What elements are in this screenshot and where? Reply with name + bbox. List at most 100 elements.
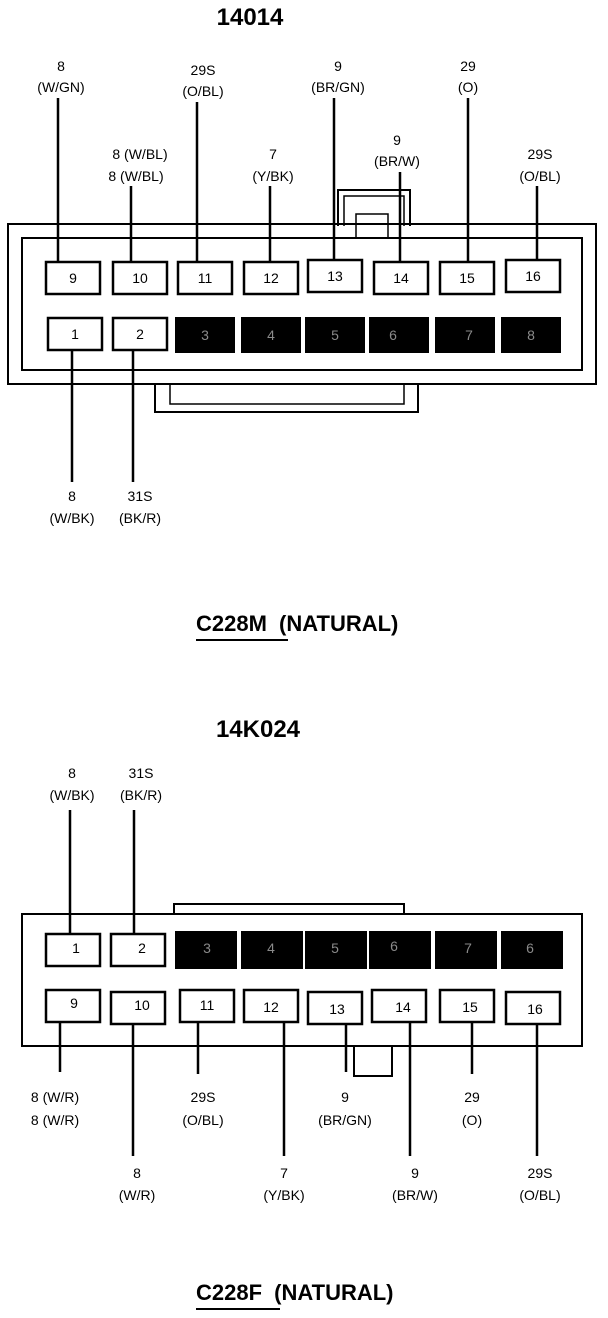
key-slot: [355, 213, 389, 238]
wire-circuit: 8 (W/BL): [112, 146, 167, 162]
pin-14: 14: [372, 260, 430, 296]
connector-housing-inner: [21, 237, 583, 371]
polarizing-key: [353, 1046, 393, 1077]
pin-label: 10: [134, 997, 150, 1013]
pin-16: 16: [504, 258, 562, 294]
pin-label: 4: [267, 940, 275, 956]
pin-12: 12: [242, 260, 300, 296]
pin-label: 1: [72, 940, 80, 956]
pin-12: 12: [242, 988, 300, 1024]
pin-label: 15: [459, 270, 475, 286]
wire-color: (O): [462, 1112, 482, 1128]
wire-label-pin-10: 8 (W/BL) 8 (W/BL): [108, 146, 167, 184]
pin-label: 7: [464, 940, 472, 956]
wire-circuit: 8: [68, 488, 76, 504]
wire-circuit: 8 (W/R): [31, 1089, 79, 1105]
wire-label-pin-11: 29S (O/BL): [182, 1089, 223, 1128]
connector-c228m: 14014 9 10 11 12 13 14 15 16 1 2: [7, 4, 597, 641]
pin-label: 13: [329, 1001, 345, 1017]
wire-label-pin-16: 29S (O/BL): [519, 146, 560, 184]
pin-5: 5: [305, 931, 367, 969]
pin-16: 16: [504, 990, 562, 1026]
pin-label: 11: [200, 997, 215, 1013]
wire-color: (BR/W): [374, 153, 420, 169]
pin-4: 4: [241, 317, 301, 353]
wire-color: (O/BL): [182, 1112, 223, 1128]
latch: [154, 384, 419, 413]
pin-8: 8: [501, 317, 561, 353]
connector-housing: [21, 913, 583, 1047]
pin-label: 13: [327, 268, 343, 284]
pin-7: 7: [435, 317, 495, 353]
wire-circuit: 9: [393, 132, 401, 148]
pin-10: 10: [111, 260, 169, 296]
pin-11: 11: [176, 260, 234, 296]
pin-label: 14: [395, 999, 411, 1015]
wire-color: (Y/BK): [263, 1187, 304, 1203]
wire-label-pin-10: 8 (W/R): [119, 1165, 156, 1203]
pin-label: 14: [393, 270, 409, 286]
wire-circuit: 8: [133, 1165, 141, 1181]
pin-label: 16: [525, 268, 541, 284]
connector-c228f: 14K024 1 2 3 4 5 6 7 6 9 10 11 12 13 14: [21, 716, 583, 1310]
pin-label: 12: [263, 270, 279, 286]
pin-label: 10: [132, 270, 148, 286]
pin-3: 3: [175, 317, 235, 353]
wire-label-pin-13: 9 (BR/GN): [311, 58, 365, 95]
wire-circuit: 9: [411, 1165, 419, 1181]
pin-1: 1: [46, 316, 104, 352]
wire-color: (BR/GN): [311, 79, 365, 95]
wire-color: (Y/BK): [252, 168, 293, 184]
connector-id: C228F: [196, 1280, 262, 1305]
wire-circuit: 8: [57, 58, 65, 74]
pin-label: 2: [138, 940, 146, 956]
connector-housing: [7, 223, 597, 385]
wire-label-pin-2: 31S (BK/R): [120, 765, 162, 803]
wire-circuit: 9: [341, 1089, 349, 1105]
wire-color: 8 (W/BL): [108, 168, 163, 184]
pin-label: 7: [465, 327, 473, 343]
pin-label: 2: [136, 326, 144, 342]
wire-label-pin-11: 29S (O/BL): [182, 62, 223, 99]
pin-label: 16: [527, 1001, 543, 1017]
wire-color: 8 (W/R): [31, 1112, 79, 1128]
pin-label: 9: [70, 995, 78, 1011]
wire-circuit: 29S: [528, 146, 553, 162]
wire-color: (O/BL): [182, 83, 223, 99]
part-number-14k024: 14K024: [216, 716, 301, 743]
wire-circuit: 29S: [191, 1089, 216, 1105]
wire-color: (O/BL): [519, 168, 560, 184]
pin-label: 6: [389, 327, 397, 343]
pin-label: 3: [201, 327, 209, 343]
polarizing-key: [337, 189, 411, 226]
pin-7: 7: [435, 931, 497, 969]
wire-label-pin-1: 8 (W/BK): [49, 765, 94, 803]
wire-circuit: 29S: [191, 62, 216, 78]
pin-6: 6: [369, 931, 431, 969]
wire-label-pin-1: 8 (W/BK): [49, 488, 94, 526]
pin-13: 13: [306, 258, 364, 294]
wire-color: (BK/R): [119, 510, 161, 526]
wire-color: (BR/GN): [318, 1112, 372, 1128]
pin-9: 9: [44, 260, 102, 296]
pin-2: 2: [111, 316, 169, 352]
wire-label-pin-15: 29 (O): [458, 58, 478, 95]
wire-color: (W/BK): [49, 787, 94, 803]
wire-label-pin-12: 7 (Y/BK): [252, 146, 293, 184]
pin-label: 12: [263, 999, 279, 1015]
pin-label: 6: [390, 938, 398, 954]
pin-6: 6: [369, 317, 429, 353]
pin-label: 15: [462, 999, 478, 1015]
latch-inner: [169, 384, 405, 405]
pin-15: 15: [438, 988, 496, 1024]
pin-13: 13: [306, 990, 364, 1026]
pin-label: 5: [331, 940, 339, 956]
wire-circuit: 7: [269, 146, 277, 162]
wire-color: (BR/W): [392, 1187, 438, 1203]
wire-color: (W/GN): [37, 79, 84, 95]
wire-color: (BK/R): [120, 787, 162, 803]
pin-label: 4: [267, 327, 275, 343]
pin-label: 9: [69, 270, 77, 286]
pin-label: 5: [331, 327, 339, 343]
